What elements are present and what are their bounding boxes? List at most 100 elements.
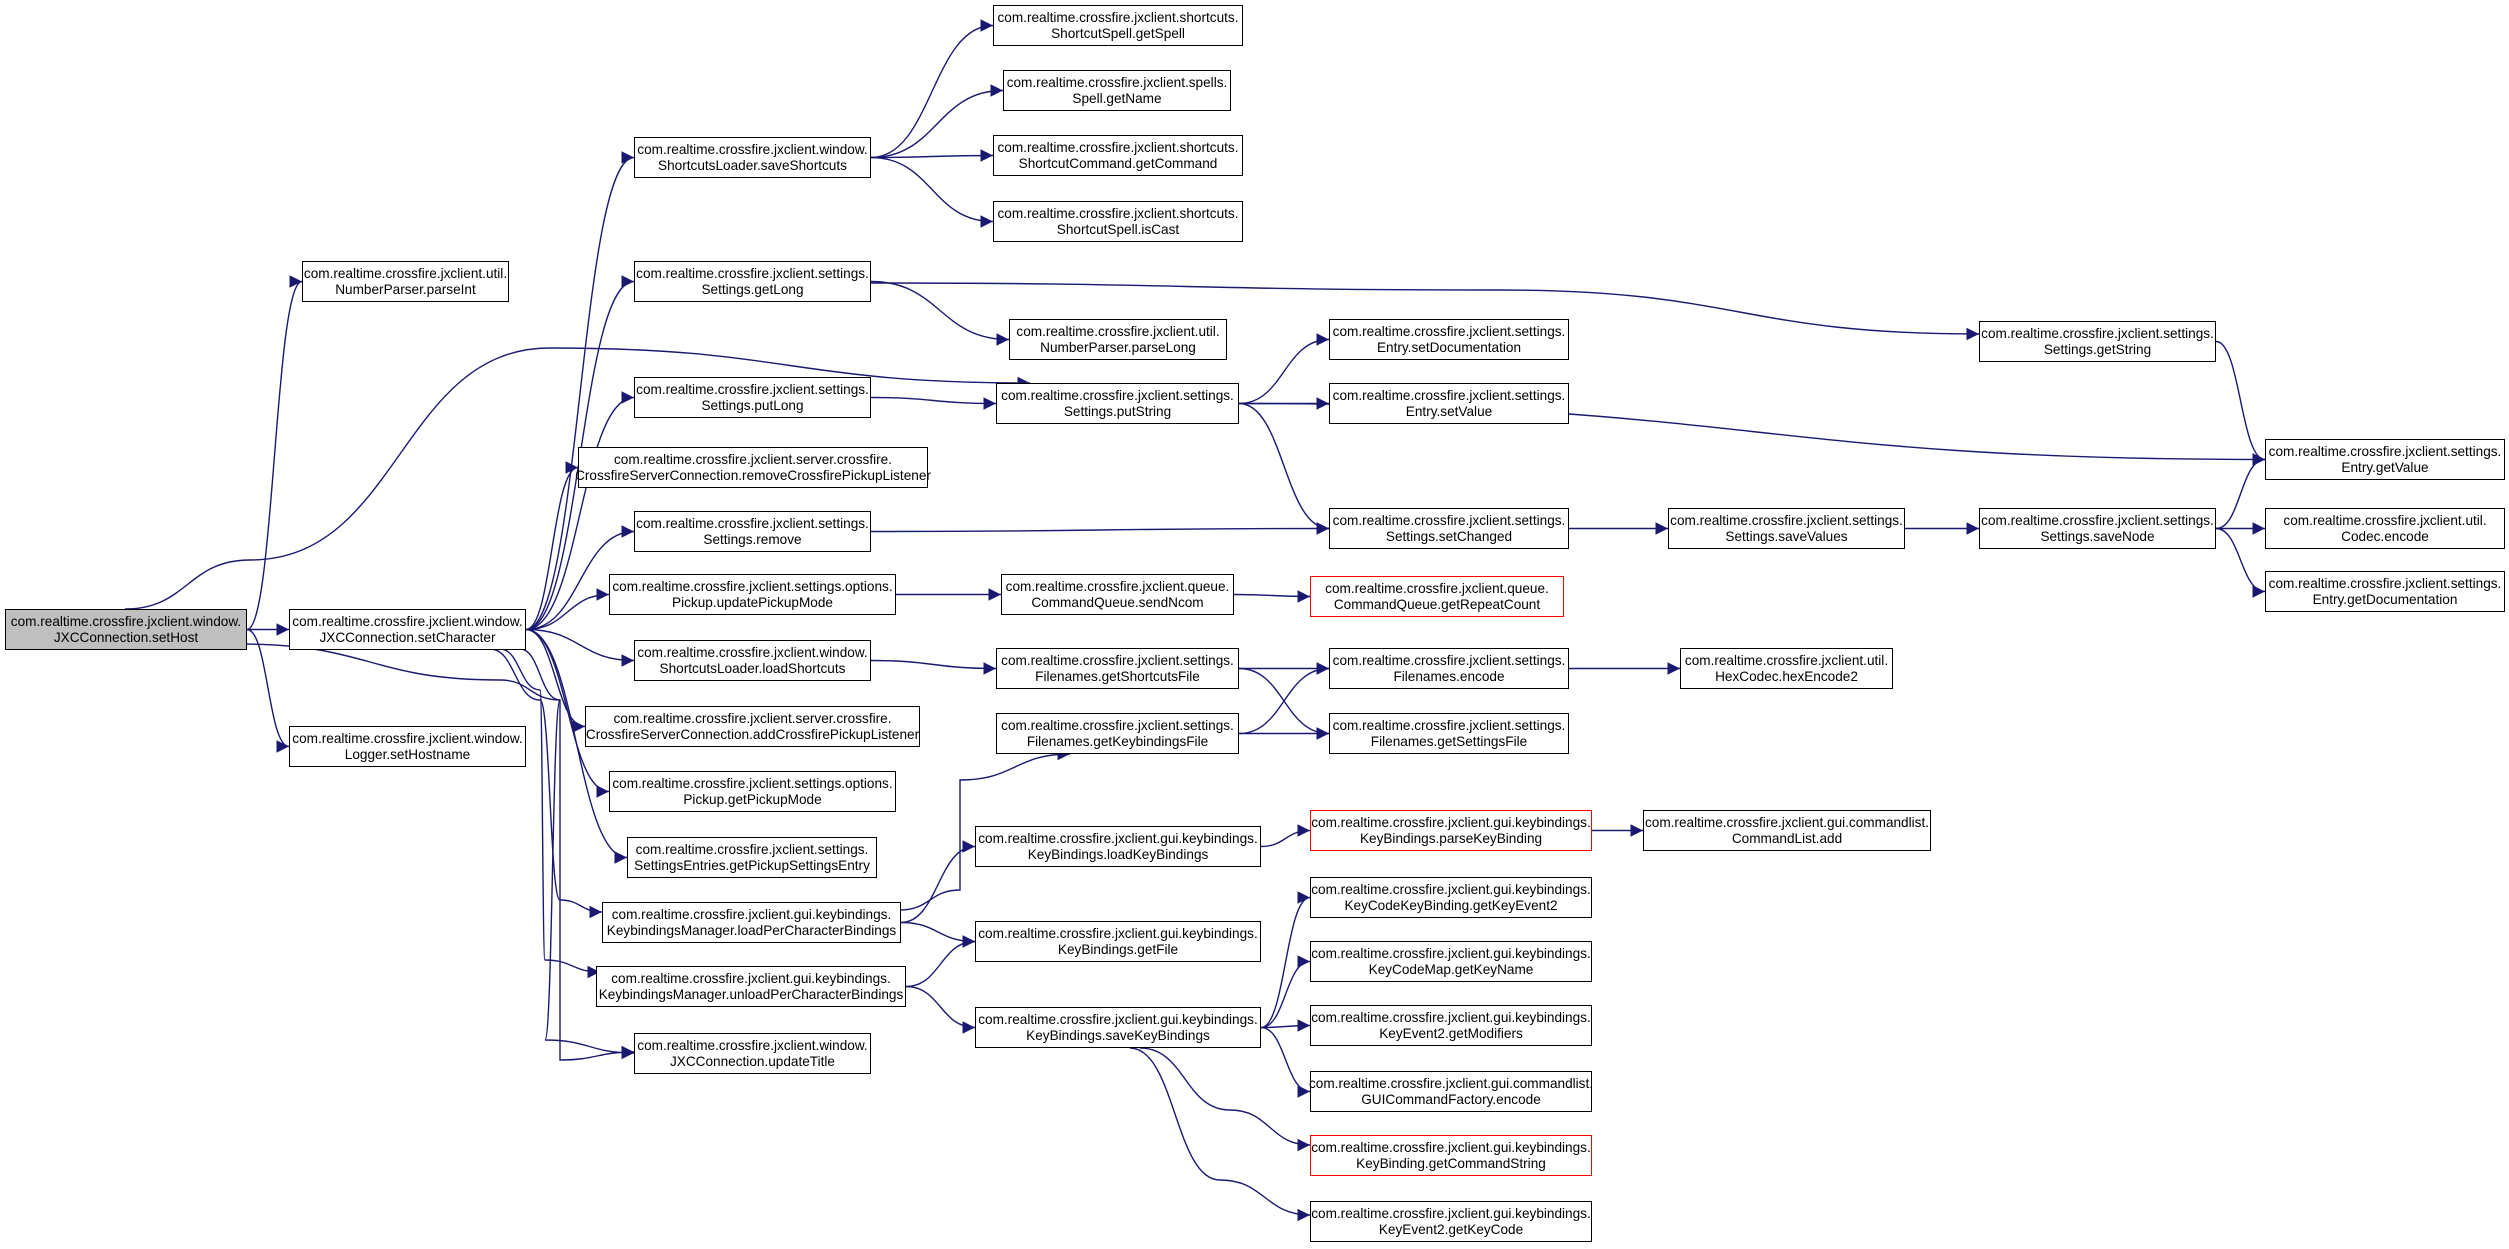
node-getValue[interactable]: com.realtime.crossfire.jxclient.settings… [2265,439,2505,480]
node-parseKeyBinding[interactable]: com.realtime.crossfire.jxclient.gui.keyb… [1310,810,1592,851]
node-label-line: Settings.setChanged [1385,528,1513,544]
node-getSpell[interactable]: com.realtime.crossfire.jxclient.shortcut… [993,5,1243,46]
node-removeCPL[interactable]: com.realtime.crossfire.jxclient.server.c… [575,447,931,488]
node-getKeyName[interactable]: com.realtime.crossfire.jxclient.gui.keyb… [1310,941,1592,982]
node-loadPCB[interactable]: com.realtime.crossfire.jxclient.gui.keyb… [602,902,901,943]
node-kbGetFile[interactable]: com.realtime.crossfire.jxclient.gui.keyb… [975,921,1261,962]
node-hexEncode2[interactable]: com.realtime.crossfire.jxclient.util.Hex… [1680,648,1893,689]
node-label-line: ShortcutCommand.getCommand [1018,155,1218,171]
node-unloadPCB[interactable]: com.realtime.crossfire.jxclient.gui.keyb… [596,966,906,1007]
node-label-line: Entry.setDocumentation [1376,339,1522,355]
node-label-line: com.realtime.crossfire.jxclient.shortcut… [997,9,1239,25]
node-fnEncode[interactable]: com.realtime.crossfire.jxclient.settings… [1329,648,1569,689]
edge-getString-to-getValue [2215,340,2266,466]
node-label-line: KeyBindings.parseKeyBinding [1359,830,1543,846]
node-label-line: com.realtime.crossfire.jxclient.util. [2283,512,2487,528]
edge-loadShortcuts-to-getShortcutsFile [870,659,997,675]
node-setChanged[interactable]: com.realtime.crossfire.jxclient.settings… [1329,508,1569,549]
node-isCast[interactable]: com.realtime.crossfire.jxclient.shortcut… [993,201,1243,242]
node-label-line: KeybindingsManager.unloadPerCharacterBin… [598,986,904,1002]
node-getSettingsFile[interactable]: com.realtime.crossfire.jxclient.settings… [1329,713,1569,754]
node-label-line: KeybindingsManager.loadPerCharacterBindi… [606,922,897,938]
node-updatePickupMode[interactable]: com.realtime.crossfire.jxclient.settings… [609,574,896,615]
node-label-line: com.realtime.crossfire.jxclient.settings… [1001,717,1234,733]
node-label-line: KeyBindings.saveKeyBindings [1026,1027,1210,1043]
edge-putString-to-setChanged [1238,402,1330,535]
node-addCPL[interactable]: com.realtime.crossfire.jxclient.server.c… [585,706,920,747]
node-label-line: com.realtime.crossfire.jxclient.settings… [1001,387,1234,403]
node-getKeyEvent2[interactable]: com.realtime.crossfire.jxclient.gui.keyb… [1310,877,1592,918]
node-getDocumentation[interactable]: com.realtime.crossfire.jxclient.settings… [2265,571,2505,612]
node-label-line: ShortcutSpell.isCast [1056,221,1180,237]
node-label-line: com.realtime.crossfire.jxclient.window. [10,613,242,629]
node-getKeyCode[interactable]: com.realtime.crossfire.jxclient.gui.keyb… [1310,1201,1592,1242]
node-saveShortcuts[interactable]: com.realtime.crossfire.jxclient.window.S… [634,137,871,178]
node-setHostname[interactable]: com.realtime.crossfire.jxclient.window.L… [289,726,526,767]
node-label-line: com.realtime.crossfire.jxclient.gui.keyb… [1311,814,1591,830]
node-label-line: com.realtime.crossfire.jxclient.queue. [1325,580,1549,596]
node-getShortcutsFile[interactable]: com.realtime.crossfire.jxclient.settings… [996,648,1239,689]
node-label-line: JXCConnection.setHost [53,629,199,645]
node-getCommand[interactable]: com.realtime.crossfire.jxclient.shortcut… [993,135,1243,176]
node-label-line: Settings.saveNode [2040,528,2155,544]
node-getPickupMode[interactable]: com.realtime.crossfire.jxclient.settings… [609,771,896,812]
node-saveKeyBindings[interactable]: com.realtime.crossfire.jxclient.gui.keyb… [975,1007,1261,1048]
node-label-line: com.realtime.crossfire.jxclient.settings… [636,381,869,397]
node-label-line: com.realtime.crossfire.jxclient.gui.keyb… [1311,1205,1591,1221]
edge-loadPCB-to-loadKeyBindings [900,840,976,924]
node-label-line: Settings.remove [703,531,802,547]
edge-setHost-to-setHostname [246,628,290,753]
node-label-line: Filenames.getKeybindingsFile [1026,733,1209,749]
edge-setCharacter-to-removeCPL [525,461,579,631]
node-label-line: com.realtime.crossfire.jxclient.window. [292,730,523,746]
node-label-line: com.realtime.crossfire.jxclient.gui.keyb… [611,906,892,922]
node-getLong[interactable]: com.realtime.crossfire.jxclient.settings… [634,261,871,302]
node-cmdListAdd[interactable]: com.realtime.crossfire.jxclient.gui.comm… [1643,810,1931,851]
node-setDocumentation[interactable]: com.realtime.crossfire.jxclient.settings… [1329,319,1569,360]
node-saveValues[interactable]: com.realtime.crossfire.jxclient.settings… [1668,508,1905,549]
node-getKeybindingsFile[interactable]: com.realtime.crossfire.jxclient.settings… [996,713,1239,754]
node-getRepeatCount[interactable]: com.realtime.crossfire.jxclient.queue.Co… [1310,576,1564,617]
node-label-line: com.realtime.crossfire.jxclient.queue. [1005,578,1230,594]
node-remove[interactable]: com.realtime.crossfire.jxclient.settings… [634,511,871,552]
node-label-line: com.realtime.crossfire.jxclient.util. [303,265,508,281]
node-spellGetName[interactable]: com.realtime.crossfire.jxclient.spells.S… [1003,70,1231,111]
node-getCommandString[interactable]: com.realtime.crossfire.jxclient.gui.keyb… [1310,1135,1592,1176]
node-getPSE[interactable]: com.realtime.crossfire.jxclient.settings… [627,837,877,878]
node-setCharacter[interactable]: com.realtime.crossfire.jxclient.window.J… [289,609,526,650]
node-parseLong[interactable]: com.realtime.crossfire.jxclient.util.Num… [1009,319,1227,360]
node-codecEncode[interactable]: com.realtime.crossfire.jxclient.util.Cod… [2265,508,2505,549]
node-getModifiers[interactable]: com.realtime.crossfire.jxclient.gui.keyb… [1310,1005,1592,1046]
node-getString[interactable]: com.realtime.crossfire.jxclient.settings… [1979,321,2216,362]
node-label-line: SettingsEntries.getPickupSettingsEntry [634,857,870,873]
node-label-line: com.realtime.crossfire.jxclient.settings… [1001,652,1234,668]
node-label-line: Filenames.getSettingsFile [1370,733,1528,749]
node-label-line: com.realtime.crossfire.jxclient.server.c… [613,710,892,726]
node-label-line: com.realtime.crossfire.jxclient.settings… [1981,512,2214,528]
node-setValue[interactable]: com.realtime.crossfire.jxclient.settings… [1329,383,1569,424]
node-label-line: Logger.setHostname [344,746,471,762]
node-label-line: NumberParser.parseInt [335,281,476,297]
node-label-line: com.realtime.crossfire.jxclient.util. [1016,323,1220,339]
node-label-line: Filenames.getShortcutsFile [1035,668,1200,684]
node-putString[interactable]: com.realtime.crossfire.jxclient.settings… [996,383,1239,424]
node-label-line: Codec.encode [2341,528,2429,544]
node-updateTitle[interactable]: com.realtime.crossfire.jxclient.window.J… [634,1033,871,1074]
node-label-line: com.realtime.crossfire.jxclient.gui.keyb… [978,1011,1258,1027]
node-loadShortcuts[interactable]: com.realtime.crossfire.jxclient.window.S… [634,640,871,681]
edge-saveKeyBindings-to-getKeyEvent2 [1260,891,1311,1029]
edge-saveShortcuts-to-spellGetName [870,84,1004,159]
node-saveNode[interactable]: com.realtime.crossfire.jxclient.settings… [1979,508,2216,549]
edge-saveKeyBindings-to-getModifiers [1260,1019,1311,1032]
node-parseInt[interactable]: com.realtime.crossfire.jxclient.util.Num… [302,261,509,302]
node-label-line: com.realtime.crossfire.jxclient.settings… [2268,575,2502,591]
node-label-line: Settings.getLong [701,281,804,297]
node-guiEncode[interactable]: com.realtime.crossfire.jxclient.gui.comm… [1309,1071,1593,1112]
node-sendNcom[interactable]: com.realtime.crossfire.jxclient.queue.Co… [1001,574,1234,615]
node-putLong[interactable]: com.realtime.crossfire.jxclient.settings… [634,377,871,418]
node-label-line: Entry.getValue [2341,459,2429,475]
node-loadKeyBindings[interactable]: com.realtime.crossfire.jxclient.gui.keyb… [975,826,1261,867]
edge-loadKeyBindings-to-parseKeyBinding [1260,824,1311,848]
edge-setHost-to-updateTitle [239,643,635,1061]
node-label-line: Settings.saveValues [1725,528,1848,544]
